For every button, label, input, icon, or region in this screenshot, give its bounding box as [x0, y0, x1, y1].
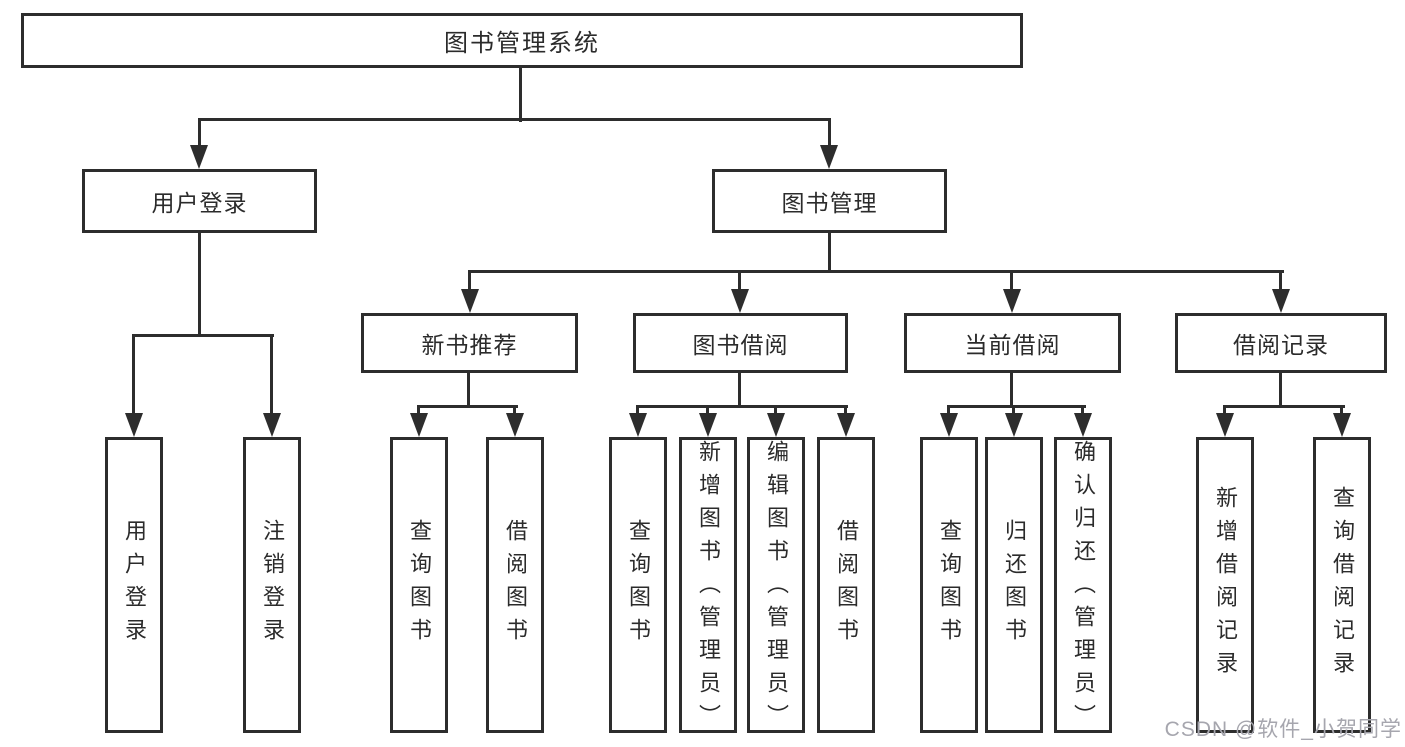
connector-drop — [1081, 406, 1084, 415]
node-current-borrow: 当前借阅 — [904, 313, 1121, 373]
arrow-down-icon — [461, 289, 479, 313]
node-label: 查询图书 — [407, 519, 432, 651]
connector-drop — [706, 406, 709, 415]
arrow-down-icon — [410, 413, 428, 437]
node-add-books-admin: 新增图书（管理员） — [679, 437, 737, 737]
node-book-borrow: 图书借阅 — [633, 313, 848, 373]
node-return-books: 归还图书 — [985, 437, 1043, 733]
node-label: 用户登录 — [151, 190, 248, 216]
connector-drop — [1223, 406, 1226, 415]
connector-drop — [738, 272, 741, 290]
node-query-books-current: 查询图书 — [920, 437, 978, 733]
node-label: 借阅图书 — [503, 519, 528, 651]
arrow-down-icon — [940, 413, 958, 437]
connector-stub — [738, 371, 741, 408]
node-user-login-leaf: 用户登录 — [105, 437, 163, 733]
node-label: 借阅记录 — [1233, 332, 1329, 358]
arrow-down-icon — [1005, 413, 1023, 437]
connector-root-hbar — [198, 118, 831, 121]
node-label: 新增图书（管理员） — [696, 440, 721, 737]
connector-stub — [1010, 371, 1013, 408]
node-label: 确认归还（管理员） — [1071, 440, 1096, 737]
connector-hbar — [947, 405, 1086, 408]
connector-stub — [1279, 371, 1282, 408]
connector-drop — [132, 336, 135, 414]
connector-drop — [844, 406, 847, 415]
connector-hbar — [1223, 405, 1345, 408]
connector-drop — [1010, 272, 1013, 290]
node-label: 查询图书 — [626, 519, 651, 651]
node-query-books-recommend: 查询图书 — [390, 437, 448, 733]
arrow-down-icon — [1074, 413, 1092, 437]
arrow-down-icon — [190, 145, 208, 169]
connector-drop — [1340, 406, 1343, 415]
arrow-down-icon — [1216, 413, 1234, 437]
connector-hbar — [636, 405, 848, 408]
arrow-down-icon — [506, 413, 524, 437]
connector-drop — [270, 336, 273, 414]
connector-hbar — [417, 405, 518, 408]
arrow-down-icon — [125, 413, 143, 437]
arrow-down-icon — [1333, 413, 1351, 437]
node-label: 用户登录 — [122, 519, 147, 651]
connector-drop — [947, 406, 950, 415]
connector-userlogin-hbar — [132, 334, 274, 337]
node-label: 图书借阅 — [692, 332, 789, 358]
node-label: 新增借阅记录 — [1213, 486, 1238, 684]
arrow-down-icon — [263, 413, 281, 437]
csdn-watermark: CSDN @软件_小贺同学 — [1164, 718, 1402, 741]
node-label: 编辑图书（管理员） — [764, 440, 789, 737]
connector-drop — [1012, 406, 1015, 415]
node-add-borrow-record: 新增借阅记录 — [1196, 437, 1254, 733]
node-root-label: 图书管理系统 — [444, 30, 600, 57]
connector-drop-user-login — [198, 120, 201, 146]
node-borrow-books-recommend: 借阅图书 — [486, 437, 544, 733]
connector-drop — [468, 272, 471, 290]
node-borrow-books-borrow: 借阅图书 — [817, 437, 875, 733]
arrow-down-icon — [731, 289, 749, 313]
node-confirm-return-admin: 确认归还（管理员） — [1054, 437, 1112, 737]
node-label: 图书管理 — [781, 190, 878, 216]
node-label: 新书推荐 — [421, 332, 518, 358]
arrow-down-icon — [699, 413, 717, 437]
node-label: 查询图书 — [937, 519, 962, 651]
connector-bookmgmt-hbar — [468, 270, 1284, 273]
arrow-down-icon — [767, 413, 785, 437]
connector-drop — [774, 406, 777, 415]
arrow-down-icon — [820, 145, 838, 169]
connector-drop-book-mgmt — [828, 120, 831, 146]
connector-drop — [636, 406, 639, 415]
node-label: 注销登录 — [260, 519, 285, 651]
connector-drop — [513, 406, 516, 415]
node-label: 查询借阅记录 — [1330, 486, 1355, 684]
node-book-management: 图书管理 — [712, 169, 947, 233]
connector-drop — [417, 406, 420, 415]
connector-userlogin-stub — [198, 231, 201, 337]
connector-stub — [467, 371, 470, 408]
node-new-book-recommend: 新书推荐 — [361, 313, 578, 373]
connector-drop — [1279, 272, 1282, 290]
node-label: 当前借阅 — [964, 332, 1061, 358]
arrow-down-icon — [837, 413, 855, 437]
node-label: 借阅图书 — [834, 519, 859, 651]
node-borrow-records: 借阅记录 — [1175, 313, 1387, 373]
node-logout: 注销登录 — [243, 437, 301, 733]
node-user-login: 用户登录 — [82, 169, 317, 233]
node-edit-books-admin: 编辑图书（管理员） — [747, 437, 805, 737]
node-root: 图书管理系统 — [21, 13, 1023, 68]
arrow-down-icon — [629, 413, 647, 437]
connector-bookmgmt-stub — [828, 231, 831, 272]
arrow-down-icon — [1003, 289, 1021, 313]
arrow-down-icon — [1272, 289, 1290, 313]
node-label: 归还图书 — [1002, 519, 1027, 651]
node-query-borrow-record: 查询借阅记录 — [1313, 437, 1371, 733]
connector-root-stub — [519, 66, 522, 122]
node-query-books-borrow: 查询图书 — [609, 437, 667, 733]
